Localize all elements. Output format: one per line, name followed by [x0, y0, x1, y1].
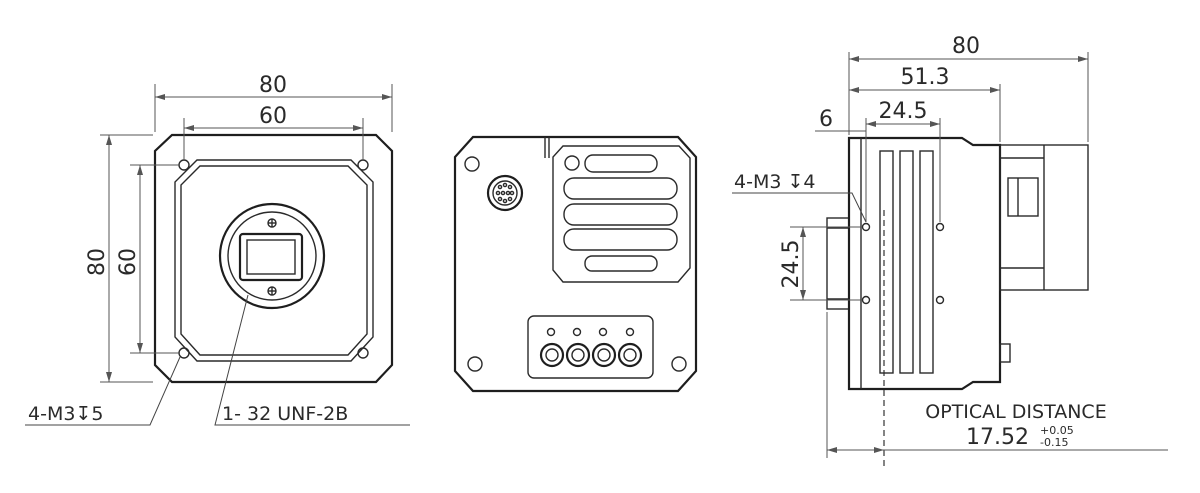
circular-connector-icon — [486, 174, 524, 212]
tolerance-plus: +0.05 — [1040, 424, 1074, 437]
side-view: 80 51.3 24.5 6 4-M3 ↧4 24.5 OPTICAL — [732, 34, 1168, 470]
panel-hole-icon — [564, 155, 580, 171]
front-vertical-spacing-label: 60 — [116, 248, 141, 276]
io-panel — [527, 315, 654, 379]
rear-view — [453, 135, 698, 393]
sensor-frame — [238, 232, 304, 282]
lens-mount-inner — [227, 211, 317, 301]
rear-corner-hole-icon — [671, 356, 687, 372]
front-inner-plate — [174, 159, 374, 362]
lens-mount-outer — [218, 202, 326, 310]
side-body-length-label: 51.3 — [901, 65, 950, 90]
front-mount-holes-label: 4-M3↧5 — [28, 403, 103, 425]
front-thread-label: 1- 32 UNF-2B — [222, 403, 348, 425]
front-view: 80 60 80 60 4-M3↧5 1- 32 UNF-2B — [25, 73, 410, 426]
sensor — [246, 239, 296, 275]
side-vertical-spacing-label: 24.5 — [779, 240, 804, 289]
front-outer-body — [153, 133, 394, 384]
side-hole-icon — [861, 222, 871, 232]
front-inner-plate-2 — [180, 165, 368, 356]
side-small-offset-label: 6 — [819, 107, 833, 132]
optical-distance-title: OPTICAL DISTANCE — [925, 401, 1106, 423]
side-body — [847, 136, 1002, 391]
mount-hole-icon — [357, 347, 369, 359]
side-hole-icon — [935, 222, 945, 232]
heatsink-panel — [552, 145, 691, 283]
mount-hole-icon — [178, 347, 190, 359]
tolerance-minus: -0.15 — [1040, 436, 1068, 449]
side-mount-holes-label: 4-M3 ↧4 — [734, 171, 815, 193]
side-lens-mount — [826, 217, 850, 310]
mount-hole-icon — [178, 159, 190, 171]
connector-pins — [495, 182, 515, 204]
front-height-label: 80 — [85, 248, 110, 276]
side-overall-length-label: 80 — [952, 34, 980, 59]
front-width-label: 80 — [259, 73, 287, 98]
front-hole-spacing-label: 60 — [259, 104, 287, 129]
side-hole-offset-label: 24.5 — [879, 99, 928, 124]
mount-hole-icon — [357, 159, 369, 171]
side-hole-icon — [935, 295, 945, 305]
io-leds — [546, 327, 635, 337]
rear-body — [453, 135, 698, 393]
side-hole-icon — [861, 295, 871, 305]
optical-distance-value: 17.52 — [966, 425, 1029, 450]
rear-corner-hole-icon — [464, 156, 480, 172]
io-ports — [539, 342, 643, 368]
rear-corner-hole-icon — [467, 356, 483, 372]
